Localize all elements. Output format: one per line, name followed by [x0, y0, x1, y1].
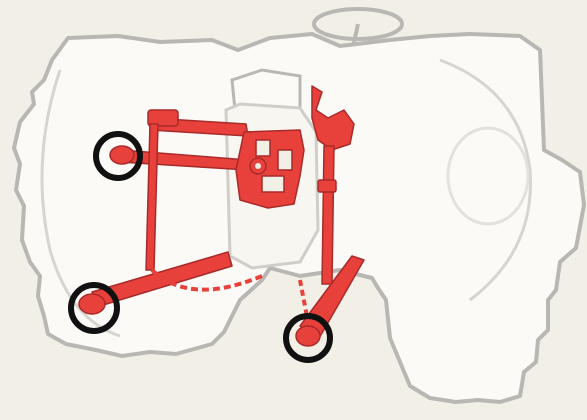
center-pivot-hole [255, 163, 261, 169]
right-lift-rod [322, 146, 334, 284]
top-link-ball-end [110, 146, 134, 164]
right-lift-turnbuckle [318, 180, 336, 192]
right-lower-link-ball-end [296, 326, 320, 346]
center-mount-slot-2 [278, 150, 292, 170]
center-mount-slot-3 [262, 176, 284, 192]
center-mount-slot-1 [256, 140, 270, 156]
left-lower-link-ball-end [79, 294, 105, 314]
